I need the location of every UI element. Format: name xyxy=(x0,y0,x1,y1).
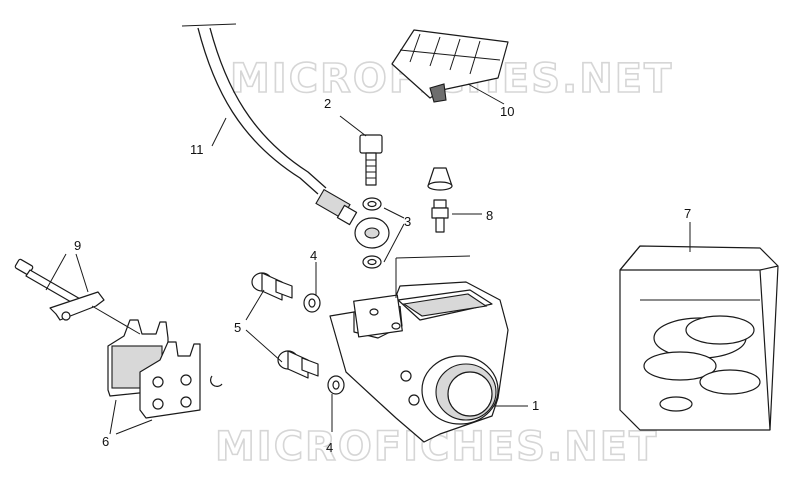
copper-washers xyxy=(362,197,382,269)
callout-8: 8 xyxy=(486,208,493,223)
callout-4-lower: 4 xyxy=(326,440,333,455)
callout-1: 1 xyxy=(532,398,539,413)
leader-lines xyxy=(45,83,691,435)
mounting-washer-upper xyxy=(303,293,321,313)
callout-4-upper: 4 xyxy=(310,248,317,263)
caliper-cover xyxy=(391,29,509,103)
banjo-bolt xyxy=(359,134,383,186)
mounting-washer-lower xyxy=(327,375,345,395)
callout-9: 9 xyxy=(74,238,81,253)
callout-6: 6 xyxy=(102,434,109,449)
callout-3: 3 xyxy=(404,214,411,229)
mounting-bolt-upper xyxy=(251,272,293,301)
mounting-bolt-lower xyxy=(277,350,319,379)
callout-5: 5 xyxy=(234,320,241,335)
pad-pin xyxy=(14,258,83,307)
banjo-fitting xyxy=(354,217,390,249)
callout-7: 7 xyxy=(684,206,691,221)
seal-kit-bag xyxy=(619,245,779,431)
brake-pad-front xyxy=(139,341,201,419)
bleed-cap xyxy=(427,167,453,191)
bleed-valve xyxy=(431,199,449,233)
retaining-ring xyxy=(210,375,223,387)
pin-clip xyxy=(49,291,105,321)
callout-11: 11 xyxy=(190,142,204,157)
brake-caliper-body xyxy=(329,255,509,443)
brake-hose xyxy=(181,23,358,226)
callout-10: 10 xyxy=(500,104,514,119)
callout-2: 2 xyxy=(324,96,331,111)
